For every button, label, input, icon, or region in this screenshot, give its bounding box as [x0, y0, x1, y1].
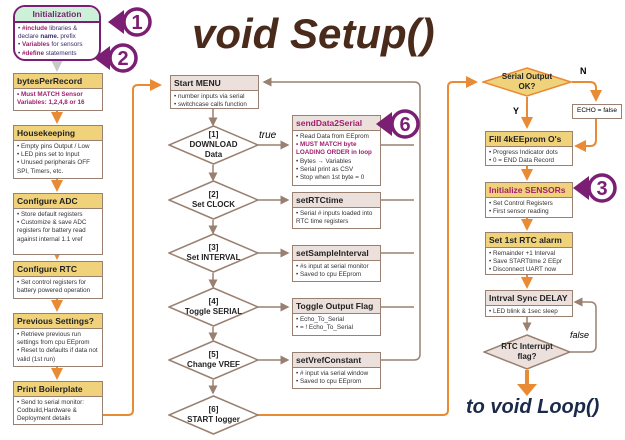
box-item: First sensor reading — [489, 208, 569, 216]
box-title: Previous Settings? — [14, 314, 102, 329]
left-box-4: Configure RTC Set control registers for b… — [13, 261, 103, 299]
yes-label: Y — [513, 106, 520, 116]
footer-label: to void Loop() — [466, 396, 600, 418]
menu-decision-6[interactable]: [6] START logger — [168, 395, 259, 435]
svg-text:1: 1 — [131, 12, 142, 34]
svg-text:2: 2 — [117, 48, 128, 70]
box-item: MUST MATCH byte LOADING ORDER in loop — [296, 141, 377, 157]
box-item: Serial print as CSV — [296, 166, 377, 174]
menu-decision-3[interactable]: [3] Set INTERVAL — [168, 233, 259, 273]
box-title: setVrefConstant — [293, 353, 380, 368]
box-item: Serial # inputs loaded into RTC time reg… — [296, 210, 377, 226]
box-title: Fill 4kEEprom O's — [486, 132, 572, 147]
no-label: N — [580, 66, 587, 76]
box-title: Housekeeping — [14, 126, 102, 141]
echo-false-box: ECHO = false — [572, 104, 622, 119]
left-box-1: bytesPerRecordMust MATCH Sensor Variable… — [13, 73, 103, 111]
box-item: LED pins set to Input — [17, 151, 99, 159]
box-title: bytesPerRecord — [14, 74, 102, 89]
function-box-1: sendData2SerialRead Data from EEpromMUST… — [292, 115, 381, 186]
menu-decision-4[interactable]: [4] Toggle SERIAL — [168, 287, 259, 327]
svg-text:6: 6 — [399, 114, 410, 136]
box-item: Progress Indicator dots — [489, 149, 569, 157]
box-item: Read Data from EEprom — [296, 133, 377, 141]
function-box-2: setRTCtimeSerial # inputs loaded into RT… — [292, 192, 381, 229]
true-label: true — [259, 130, 277, 141]
step-badge-2: 2 — [92, 42, 140, 74]
function-box-3: setSampleInterval #s input at serial moni… — [292, 245, 381, 282]
box-title: Configure ADC — [14, 194, 102, 209]
box-item: = ! Echo_To_Serial — [296, 324, 377, 332]
false-label: false — [570, 330, 590, 340]
right-box-1: Fill 4kEEprom O'sProgress Indicator dots… — [485, 131, 573, 166]
box-title: Toggle Output Flag — [293, 299, 380, 314]
function-box-4: Toggle Output FlagEcho_To_Serial= ! Echo… — [292, 298, 381, 336]
step-badge-1: 1 — [106, 6, 154, 38]
box-item: 0 = END Data Record — [489, 157, 569, 165]
box-item: Remainder +1 Interval — [489, 250, 569, 258]
left-box-2: HousekeepingEmpty pins Output / LowLED p… — [13, 125, 103, 179]
box-title: setRTCtime — [293, 193, 380, 208]
box-item: Bytes → Variables — [296, 158, 377, 166]
box-title: Configure RTC — [14, 262, 102, 277]
right-box-2: Initialize SENSORsSet Control RegistersF… — [485, 182, 573, 218]
box-item: Set control registers for battery powere… — [17, 279, 99, 295]
box-title: Intrval Sync DELAY — [486, 291, 572, 306]
box-title: Set 1st RTC alarm — [486, 233, 572, 248]
box-item: Saved to cpu EEprom — [296, 378, 377, 386]
box-item: #s input at serial monitor — [296, 263, 377, 271]
box-item: LED blink & 1sec sleep — [489, 308, 569, 316]
page-title: void Setup() — [192, 10, 435, 57]
box-title: Initialize SENSORs — [486, 183, 572, 198]
svg-text:3: 3 — [596, 178, 607, 200]
right-box-3: Set 1st RTC alarmRemainder +1 IntervalSa… — [485, 232, 573, 275]
serial-output-decision: Serial Output OK? — [482, 67, 572, 97]
box-title: Print Boilerplate — [14, 382, 102, 397]
rtc-interrupt-decision: RTC Interrupt flag? — [483, 334, 571, 370]
box-item: Save STARTtime 2 EEpr — [489, 258, 569, 266]
box-item: Stop when 1st byte = 0 — [296, 174, 377, 182]
box-item: # input via serial window — [296, 370, 377, 378]
menu-decision-1[interactable]: [1] DOWNLOAD Data — [168, 125, 259, 165]
box-item: Reset to defaults if data not valid (1st… — [17, 347, 99, 363]
function-box-5: setVrefConstant # input via serial window… — [292, 352, 381, 389]
box-item: Send to serial monitor: Codbuild,Hardwar… — [17, 399, 99, 424]
menu-decision-2[interactable]: [2] Set CLOCK — [168, 180, 259, 220]
box-item: Disconnect UART now — [489, 266, 569, 274]
box-item: Set Control Registers — [489, 200, 569, 208]
left-box-3: Configure ADC Store default registersCust… — [13, 193, 103, 255]
box-item: Saved to cpu EEprom — [296, 271, 377, 279]
step-badge-3: 3 — [571, 172, 619, 204]
right-box-4: Intrval Sync DELAY LED blink & 1sec sleep — [485, 290, 573, 317]
box-title: sendData2Serial — [293, 116, 380, 131]
box-item: Empty pins Output / Low — [17, 143, 99, 151]
box-item: Must MATCH Sensor Variables: 1,2,4,8 or … — [17, 91, 99, 107]
box-item: Retrieve previous run settings from cpu … — [17, 331, 99, 347]
step-badge-6: 6 — [374, 108, 422, 140]
box-item: Customize & save ADC registers for batte… — [17, 219, 99, 244]
start-menu-box: Start MENU number inputs via serialswitc… — [170, 75, 259, 109]
box-title: setSampleInterval — [293, 246, 380, 261]
menu-decision-5[interactable]: [5] Change VREF — [168, 340, 259, 380]
initialization-box: Initialization #include libraries & decl… — [13, 5, 101, 61]
box-item: Unused peripherals OFF SPI, Timers, etc. — [17, 159, 99, 175]
left-box-6: Print BoilerplateSend to serial monitor:… — [13, 381, 103, 425]
box-item: Store default registers — [17, 211, 99, 219]
box-item: Echo_To_Serial — [296, 316, 377, 324]
left-box-5: Previous Settings? Retrieve previous run … — [13, 313, 103, 367]
